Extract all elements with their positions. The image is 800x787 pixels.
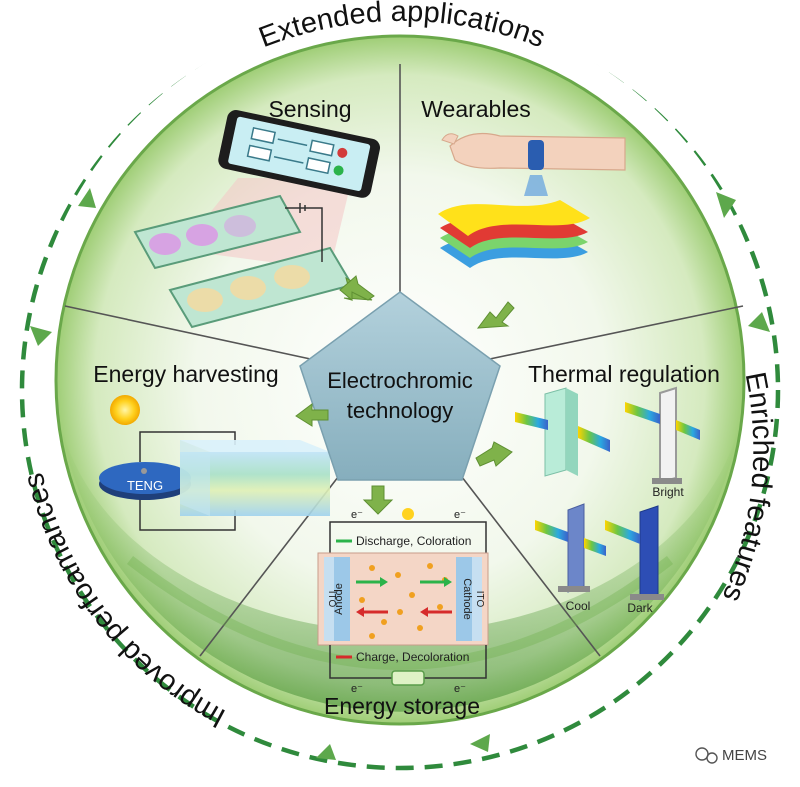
section-dividers [64, 64, 744, 657]
energy-harvesting-illustration: TENG [99, 395, 330, 531]
outer-arrow-upper-left [78, 188, 96, 208]
sensing-label: Sensing [268, 96, 351, 122]
watermark: MEMS [695, 747, 767, 764]
outer-arrow-upper-right [716, 192, 736, 218]
electron-label-bottom-left: e⁻ [351, 683, 363, 695]
outer-arrows [30, 188, 770, 760]
dark-label: Dark [627, 601, 653, 615]
wearables-label: Wearables [421, 96, 531, 122]
cool-label: Cool [566, 599, 591, 613]
outer-arrow-bottom [470, 734, 490, 752]
watermark-text: MEMS [722, 747, 767, 764]
ito-right-label: ITO [474, 591, 485, 608]
bright-label: Bright [652, 485, 684, 499]
discharge-label: Discharge, Coloration [356, 534, 471, 548]
bulb-icon [402, 508, 414, 520]
thermal-regulation-label: Thermal regulation [528, 361, 720, 387]
bottom-band [126, 556, 674, 670]
thermal-regulation-illustration: Bright Cool Dark [515, 386, 700, 615]
charge-label: Charge, Decoloration [356, 650, 469, 664]
electron-label-bottom-right: e⁻ [454, 683, 466, 695]
energy-storage-illustration: e⁻ e⁻ Discharge, Coloration ITO Anode Ca… [317, 508, 489, 695]
center-arrows [295, 275, 515, 515]
cathode-label: Cathode [461, 578, 473, 620]
wechat-icon [695, 747, 709, 761]
outer-arrow-left [30, 326, 52, 346]
sensing-illustration [133, 110, 381, 329]
center-pentagon [299, 291, 501, 481]
outer-arrow-bottom-left [316, 744, 336, 760]
ito-left-label: ITO [326, 591, 337, 608]
phone-icon [218, 110, 381, 198]
electron-label-top-right: e⁻ [454, 509, 466, 521]
electron-label-top-left: e⁻ [351, 509, 363, 521]
sun-icon [110, 395, 140, 425]
energy-harvesting-label: Energy harvesting [93, 361, 278, 387]
outer-arrow-right [748, 312, 770, 332]
wearables-illustration [438, 133, 626, 268]
battery-icon [391, 670, 425, 686]
anode-label: Anode [333, 583, 345, 615]
teng-label: TENG [127, 478, 163, 493]
center-title-line1: Electrochromic [327, 368, 472, 393]
energy-storage-label: Energy storage [324, 693, 480, 719]
disc-bottom-shade [60, 420, 740, 712]
center-title-line2: technology [347, 398, 453, 423]
